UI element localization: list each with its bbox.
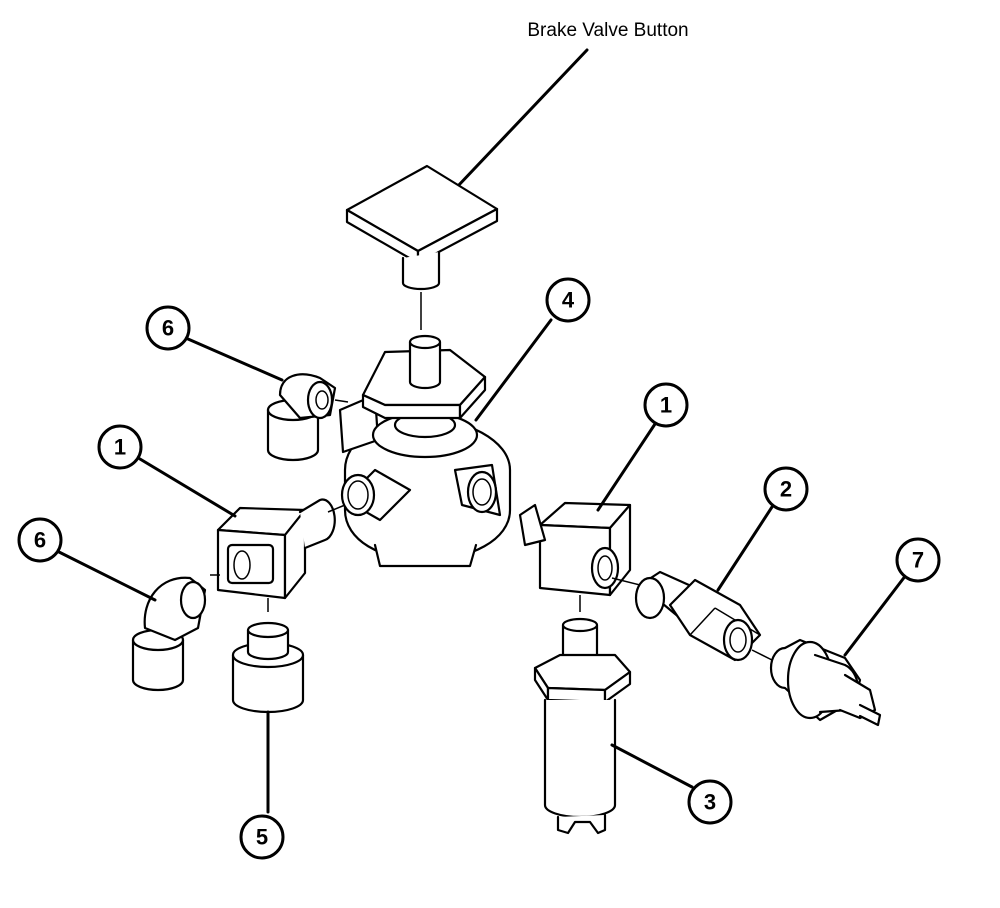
- leader-1-right: [596, 422, 657, 512]
- svg-text:5: 5: [256, 825, 268, 850]
- callout-1-left: 1: [97, 424, 143, 470]
- brake-valve-button-label: Brake Valve Button: [527, 20, 688, 41]
- callout-6-bottom: 6: [17, 517, 63, 563]
- svg-text:1: 1: [114, 435, 126, 460]
- leader-1-left: [138, 457, 237, 518]
- elbow-fitting-upper: [266, 373, 349, 462]
- svg-text:3: 3: [704, 790, 716, 815]
- leader-6-top: [186, 337, 284, 382]
- callout-2: 2: [763, 466, 809, 512]
- leader-7: [843, 573, 908, 657]
- leader-6-bottom: [55, 549, 157, 602]
- pipe-plug: [231, 621, 305, 714]
- svg-text:6: 6: [34, 528, 46, 553]
- stop-light-switch: [769, 638, 882, 727]
- callout-7: 7: [895, 537, 941, 583]
- valve-body: [338, 334, 512, 568]
- leader-2: [716, 505, 774, 592]
- leader-3: [610, 743, 694, 789]
- svg-text:7: 7: [912, 548, 924, 573]
- elbow-fitting-lower: [131, 576, 207, 692]
- callout-6-top: 6: [145, 305, 191, 351]
- callout-4: 4: [545, 277, 591, 323]
- pressure-switch: [533, 617, 632, 835]
- brake-valve-button: [345, 164, 499, 330]
- svg-text:2: 2: [780, 477, 792, 502]
- svg-text:1: 1: [660, 393, 672, 418]
- leader-4: [474, 318, 553, 422]
- tee-block-left: [210, 498, 346, 612]
- callout-3: 3: [687, 779, 733, 825]
- callout-1-right: 1: [643, 382, 689, 428]
- brake-valve-button-leader: [455, 48, 589, 189]
- tee-block-right: [518, 501, 641, 612]
- hex-adapter: [634, 570, 773, 662]
- svg-text:6: 6: [162, 316, 174, 341]
- callout-5: 5: [239, 814, 285, 860]
- svg-text:4: 4: [562, 288, 575, 313]
